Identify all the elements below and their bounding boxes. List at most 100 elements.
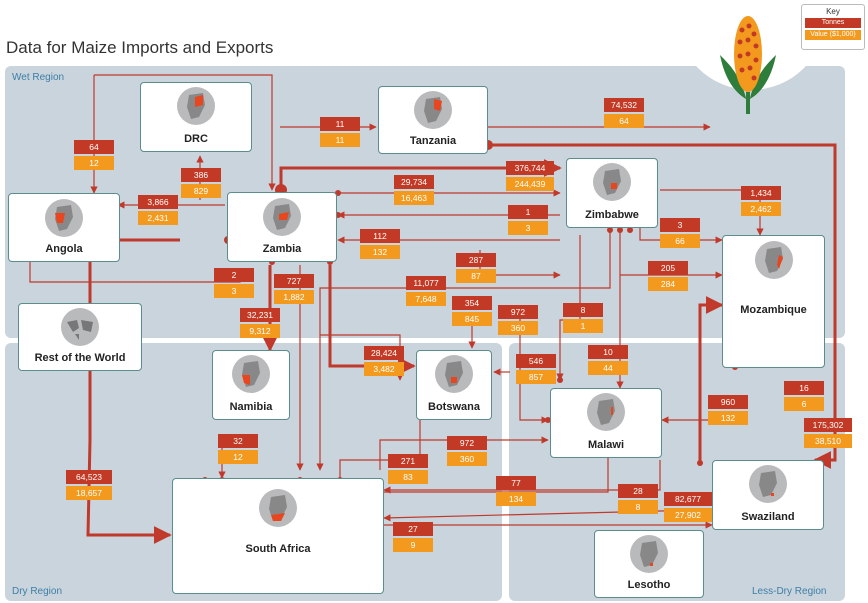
angola-map-icon: [45, 199, 83, 237]
tonnes-value: 32: [218, 434, 258, 448]
node-zimbabwe[interactable]: Zimbabwe: [566, 158, 658, 228]
tonnes-value: 77: [496, 476, 536, 490]
value-thousands: 132: [708, 411, 748, 425]
rest-of-world-label: Rest of the World: [34, 352, 126, 364]
tonnes-value: 11: [320, 117, 360, 131]
value-thousands: 132: [360, 245, 400, 259]
flow-label: 727 1,882: [274, 274, 314, 304]
node-angola[interactable]: Angola: [8, 193, 120, 262]
node-south-africa[interactable]: South Africa: [172, 478, 384, 594]
swaziland-map-icon: [749, 465, 787, 503]
tonnes-value: 82,677: [664, 492, 712, 506]
tonnes-value: 28,424: [364, 346, 404, 360]
tonnes-value: 727: [274, 274, 314, 288]
flow-label: 82,677 27,902: [664, 492, 712, 522]
tonnes-value: 112: [360, 229, 400, 243]
zimbabwe-map-icon: [593, 163, 631, 201]
lesotho-label: Lesotho: [627, 579, 671, 591]
value-thousands: 27,902: [664, 508, 712, 522]
tonnes-value: 8: [563, 303, 603, 317]
tonnes-value: 11,077: [406, 276, 446, 290]
node-mozambique[interactable]: Mozambique: [722, 235, 825, 368]
zambia-map-icon: [263, 198, 301, 236]
node-tanzania[interactable]: Tanzania: [378, 86, 488, 154]
namibia-map-icon: [232, 355, 270, 393]
value-thousands: 360: [498, 321, 538, 335]
mozambique-label: Mozambique: [740, 304, 807, 316]
south-africa-map-icon: [259, 489, 297, 527]
tonnes-value: 10: [588, 345, 628, 359]
tonnes-value: 64,523: [66, 470, 112, 484]
lesotho-map-icon: [630, 535, 668, 573]
value-thousands: 284: [648, 277, 688, 291]
angola-label: Angola: [45, 243, 83, 255]
value-thousands: 7,648: [406, 292, 446, 306]
tonnes-value: 1: [508, 205, 548, 219]
drc-map-icon: [177, 87, 215, 125]
south-africa-label: South Africa: [245, 543, 311, 555]
node-rest-of-world[interactable]: Rest of the World: [18, 303, 142, 371]
value-thousands: 1,882: [274, 290, 314, 304]
maize-icon: [720, 16, 776, 114]
key-title: Key: [826, 7, 840, 16]
tonnes-value: 546: [516, 354, 556, 368]
tonnes-value: 28: [618, 484, 658, 498]
less-dry-region-label: Less-Dry Region: [752, 586, 827, 597]
mozambique-map-icon: [754, 241, 793, 279]
page-title: Data for Maize Imports and Exports: [6, 38, 274, 57]
node-drc[interactable]: DRC: [140, 82, 252, 152]
node-swaziland[interactable]: Swaziland: [712, 460, 824, 530]
node-botswana[interactable]: Botswana: [416, 350, 492, 420]
value-thousands: 3: [214, 284, 254, 298]
node-namibia[interactable]: Namibia: [212, 350, 290, 420]
flow-label: 11,077 7,648: [406, 276, 446, 306]
tanzania-map-icon: [414, 91, 452, 129]
legend-key: Key Tonnes Value ($1,000): [801, 4, 865, 50]
namibia-label: Namibia: [229, 401, 273, 413]
value-thousands: 66: [660, 234, 700, 248]
tonnes-value: 3,866: [138, 195, 178, 209]
tonnes-value: 386: [181, 168, 221, 182]
zambia-label: Zambia: [262, 243, 302, 255]
world-map-icon: [61, 308, 99, 346]
tonnes-value: 1,434: [741, 186, 781, 200]
node-zambia[interactable]: Zambia: [227, 192, 337, 262]
value-thousands: 3: [508, 221, 548, 235]
node-malawi[interactable]: Malawi: [550, 388, 662, 458]
tonnes-value: 27: [393, 522, 433, 536]
tonnes-value: 64: [74, 140, 114, 154]
wet-region-label: Wet Region: [12, 72, 65, 83]
malawi-label: Malawi: [587, 439, 625, 451]
malawi-map-icon: [587, 393, 625, 431]
tonnes-value: 376,744: [506, 161, 554, 175]
tonnes-value: 271: [388, 454, 428, 468]
tonnes-value: 175,302: [804, 418, 852, 432]
value-thousands: 44: [588, 361, 628, 375]
tonnes-value: 74,532: [604, 98, 644, 112]
zimbabwe-label: Zimbabwe: [585, 209, 639, 221]
tanzania-label: Tanzania: [409, 135, 457, 147]
node-lesotho[interactable]: Lesotho: [594, 530, 704, 598]
swaziland-label: Swaziland: [741, 511, 795, 523]
botswana-label: Botswana: [428, 401, 480, 413]
